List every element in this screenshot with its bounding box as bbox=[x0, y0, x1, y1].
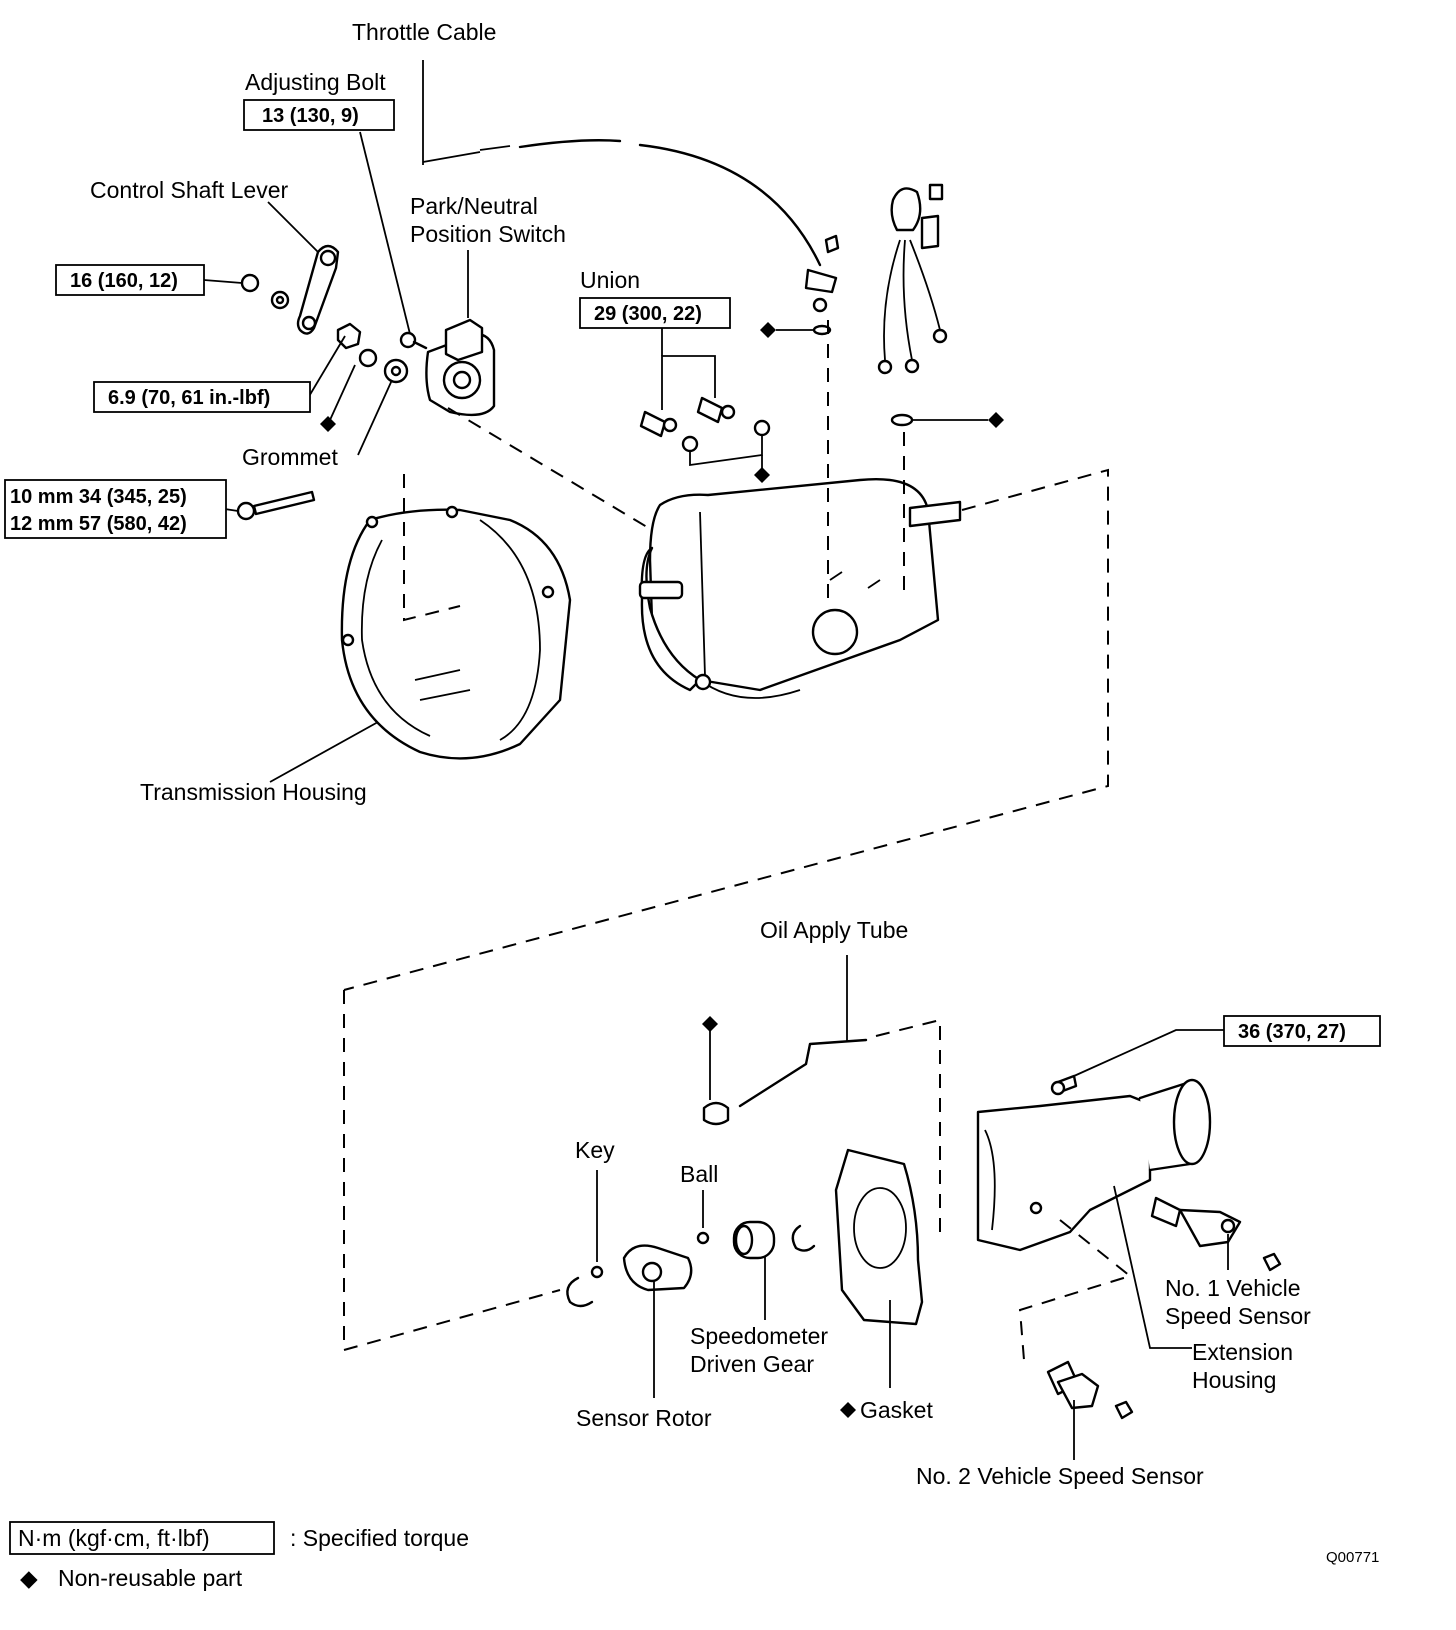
torque-box-switch-nut bbox=[93, 381, 311, 413]
torque-box-lever-nut bbox=[55, 264, 205, 296]
label-grommet: Grommet bbox=[242, 444, 338, 470]
wiring-harness bbox=[877, 183, 948, 375]
label-throttle-cable: Throttle Cable bbox=[352, 19, 496, 45]
oil-apply-tube bbox=[702, 1038, 868, 1126]
legend-nonreusable-symbol: ◆ bbox=[20, 1565, 38, 1591]
label-control-shaft-lever: Control Shaft Lever bbox=[90, 177, 289, 203]
sensor-rotor bbox=[622, 1244, 693, 1292]
label-gasket: Gasket bbox=[860, 1397, 933, 1423]
label-park-neutral-1: Park/Neutral bbox=[410, 193, 538, 219]
legend-torque-units: N·m (kgf·cm, ft·lbf) bbox=[18, 1525, 210, 1551]
torque-union: 29 (300, 22) bbox=[594, 303, 702, 325]
nonreusable-marker bbox=[760, 322, 776, 338]
legend-torque-desc: : Specified torque bbox=[290, 1525, 469, 1551]
torque-box-union bbox=[579, 297, 731, 329]
label-ball: Ball bbox=[680, 1161, 718, 1187]
gasket bbox=[834, 1148, 924, 1326]
no2-vehicle-speed-sensor bbox=[1046, 1360, 1100, 1410]
speedometer-driven-gear bbox=[732, 1220, 776, 1260]
union-fittings bbox=[639, 396, 771, 453]
extension-bolt bbox=[1050, 1074, 1078, 1096]
label-union: Union bbox=[580, 267, 640, 293]
label-no1-sensor-1: No. 1 Vehicle bbox=[1165, 1275, 1301, 1301]
torque-box-extension-bolt bbox=[1223, 1015, 1381, 1047]
nonreusable-marker bbox=[840, 1402, 856, 1418]
legend-nonreusable-desc: Non-reusable part bbox=[58, 1565, 243, 1591]
label-key: Key bbox=[575, 1137, 615, 1163]
label-transmission-housing: Transmission Housing bbox=[140, 779, 367, 805]
nonreusable-marker bbox=[988, 412, 1004, 428]
torque-switch-nut: 6.9 (70, 61 in.-lbf) bbox=[108, 387, 270, 409]
label-no1-sensor-2: Speed Sensor bbox=[1165, 1303, 1311, 1329]
label-oil-apply-tube: Oil Apply Tube bbox=[760, 917, 908, 943]
transmission-case bbox=[638, 478, 962, 699]
housing-bolt bbox=[236, 490, 316, 521]
label-speedometer-1: Speedometer bbox=[690, 1323, 828, 1349]
torque-lever-nut: 16 (160, 12) bbox=[70, 270, 178, 292]
nonreusable-marker bbox=[320, 416, 336, 432]
label-extension-2: Housing bbox=[1192, 1367, 1276, 1393]
control-shaft-lever bbox=[240, 244, 340, 335]
transmission-housing bbox=[340, 505, 572, 760]
figure-code: Q00771 bbox=[1326, 1549, 1379, 1566]
nonreusable-marker bbox=[754, 467, 770, 483]
label-adjusting-bolt: Adjusting Bolt bbox=[245, 69, 386, 95]
throttle-cable bbox=[422, 139, 840, 313]
legend-torque-box bbox=[9, 1521, 275, 1555]
torque-box-adjusting-bolt bbox=[243, 99, 395, 131]
torque-adjusting-bolt: 13 (130, 9) bbox=[262, 105, 359, 127]
no1-vehicle-speed-sensor bbox=[1150, 1196, 1242, 1248]
torque-extension-bolt: 36 (370, 27) bbox=[1238, 1021, 1346, 1043]
extension-housing bbox=[976, 1078, 1212, 1252]
label-park-neutral-2: Position Switch bbox=[410, 221, 566, 247]
park-neutral-switch bbox=[425, 318, 496, 417]
label-no2-sensor: No. 2 Vehicle Speed Sensor bbox=[916, 1463, 1204, 1489]
label-speedometer-2: Driven Gear bbox=[690, 1351, 814, 1377]
label-extension-1: Extension bbox=[1192, 1339, 1293, 1365]
label-sensor-rotor: Sensor Rotor bbox=[576, 1405, 712, 1431]
torque-housing-bolt-10: 10 mm 34 (345, 25) bbox=[10, 486, 187, 508]
torque-box-housing-bolt bbox=[4, 479, 227, 539]
torque-housing-bolt-12: 12 mm 57 (580, 42) bbox=[10, 513, 187, 535]
nonreusable-marker bbox=[702, 1016, 718, 1032]
